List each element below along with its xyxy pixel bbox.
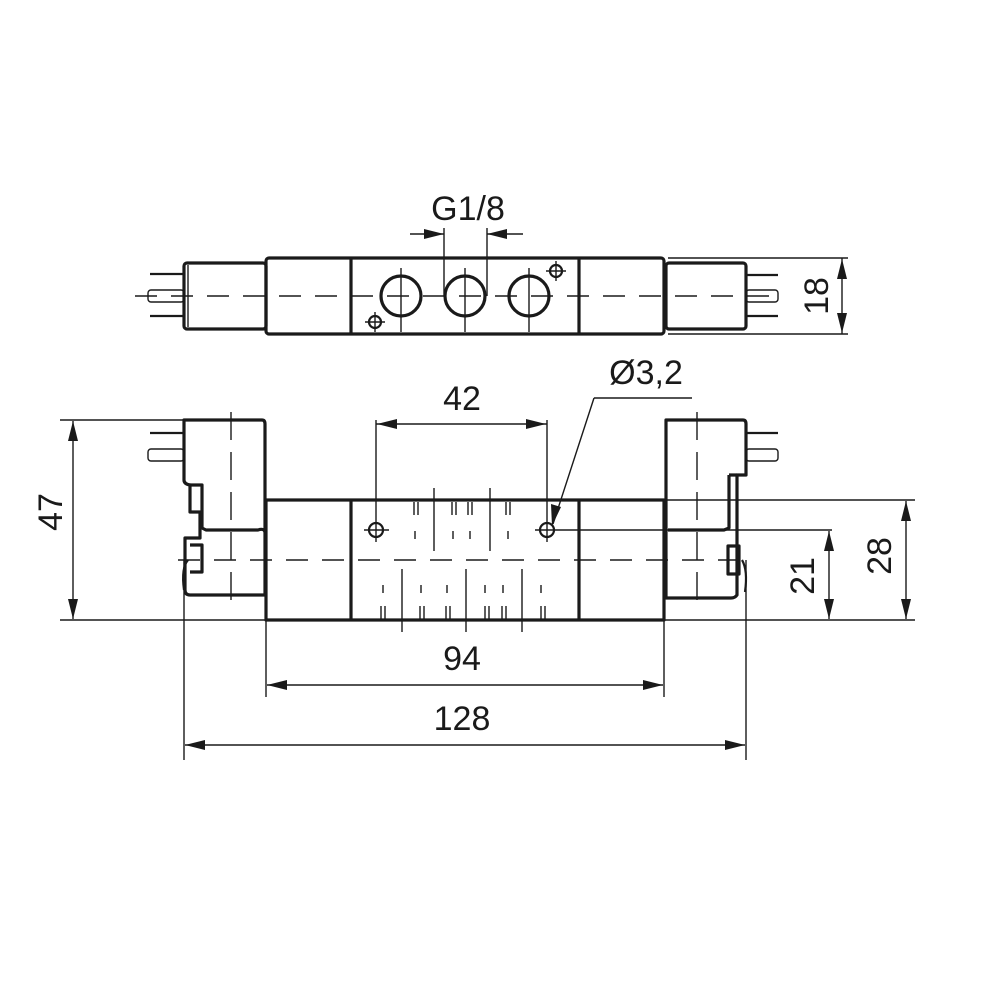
pin-icon (147, 289, 185, 303)
front-view: 47 42 Ø3,2 21 28 (32, 354, 915, 760)
pin-icon (147, 448, 185, 462)
dimension-42: 42 (376, 380, 547, 429)
dimension-18: 18 (668, 257, 848, 335)
mounting-hole-symbol (546, 261, 566, 281)
dimension-label: 128 (434, 700, 491, 738)
top-view: G1/8 18 (135, 190, 848, 336)
dimension-hole-diameter: Ø3,2 (551, 354, 692, 526)
pin-icon (745, 289, 779, 303)
port-circles (379, 268, 551, 332)
dimension-47: 47 (32, 421, 78, 619)
dimension-label: 18 (798, 277, 836, 315)
internal-detail (380, 488, 546, 632)
dimension-label: 28 (861, 537, 899, 575)
dimension-label: Ø3,2 (609, 354, 683, 392)
dimension-label: 47 (32, 493, 70, 531)
dimension-94: 94 (267, 640, 663, 690)
dimension-21: 21 (784, 531, 834, 619)
valve-body-top (264, 256, 666, 336)
dimension-label: 42 (443, 380, 481, 418)
dimension-g18: G1/8 (410, 190, 523, 296)
dimension-28: 28 (861, 501, 911, 619)
right-solenoid (664, 412, 779, 600)
extension-lines (60, 419, 915, 760)
left-solenoid (147, 412, 267, 600)
mounting-hole-symbol (365, 312, 385, 332)
right-coil-connector (664, 261, 779, 331)
dimension-128: 128 (185, 700, 745, 750)
mounting-hole-left (364, 420, 389, 542)
pin-icon (745, 448, 779, 462)
dimension-label: 94 (443, 640, 481, 678)
dimension-label: 21 (784, 557, 822, 595)
dimension-label: G1/8 (431, 190, 505, 228)
